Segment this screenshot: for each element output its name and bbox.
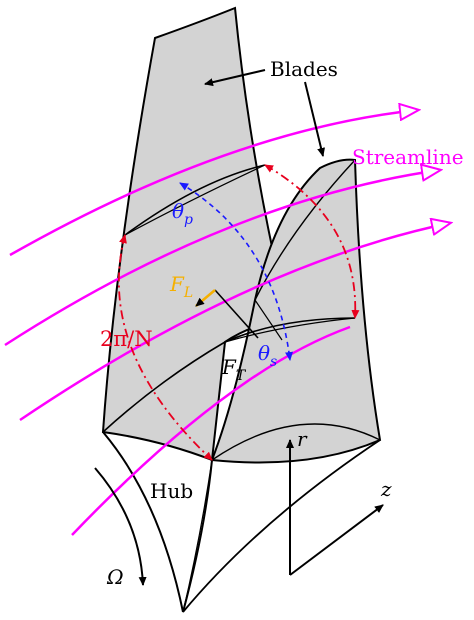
omega-label: Ω xyxy=(106,565,124,589)
blades-label: Blades xyxy=(270,57,338,81)
tangential-force-subscript: T xyxy=(236,368,247,384)
hub-label: Hub xyxy=(150,479,193,503)
z-axis xyxy=(289,504,384,576)
theta-p-subscript: p xyxy=(184,212,193,228)
lift-force-arrow xyxy=(195,289,216,307)
theta-s-symbol: θ xyxy=(258,341,270,365)
blades-leader-arrow-1 xyxy=(204,69,266,87)
theta-p-label: θp xyxy=(172,199,193,228)
rotation-arrow xyxy=(94,467,147,586)
streamline-bottom xyxy=(71,325,351,536)
coordinate-axes xyxy=(286,439,384,576)
lift-force-symbol: F xyxy=(169,272,185,296)
hub-surface xyxy=(102,431,381,613)
theta-s-label: θs xyxy=(258,341,277,370)
theta-s-subscript: s xyxy=(270,354,277,370)
streamline-label: Streamline xyxy=(352,145,464,169)
pitch-label: 2π/N xyxy=(100,327,153,351)
blades-leader-arrow-2 xyxy=(304,81,325,157)
tangential-force-line xyxy=(214,289,259,339)
streamline-top xyxy=(9,110,418,257)
lift-force-subscript: L xyxy=(183,285,193,301)
tangential-force-label: FT xyxy=(221,355,247,384)
theta-p-symbol: θ xyxy=(172,199,184,223)
z-axis-label: z xyxy=(380,477,392,501)
r-axis-label: r xyxy=(297,427,308,451)
pitch-arcs xyxy=(118,164,360,461)
tangential-force-symbol: F xyxy=(221,355,237,379)
lift-force-label: FL xyxy=(169,272,193,301)
